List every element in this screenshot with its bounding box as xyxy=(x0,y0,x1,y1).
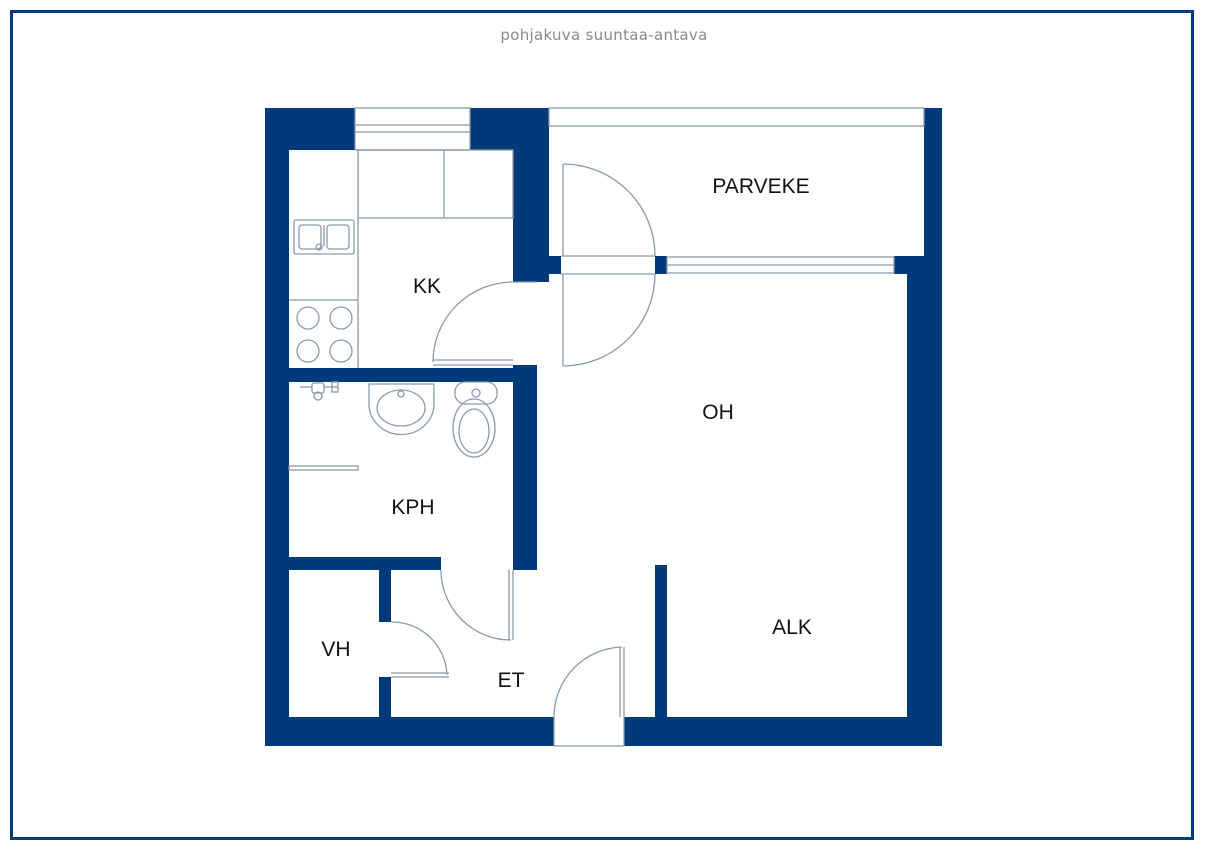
room-label-vh: VH xyxy=(321,638,350,661)
wall-top-left xyxy=(265,108,355,150)
shower-faucet-icon xyxy=(300,381,339,401)
wall-kph-bottom xyxy=(289,557,441,570)
window-kitchen xyxy=(354,107,471,151)
wall-vh-right-upper xyxy=(379,570,391,622)
room-label-kk: KK xyxy=(413,275,441,298)
wall-balcony-right xyxy=(924,108,942,273)
wall-bottom-left xyxy=(265,717,554,746)
room-label-et: ET xyxy=(498,669,525,692)
wall-kk-kph xyxy=(289,368,513,382)
stove-burner xyxy=(329,339,353,363)
stove-burner xyxy=(296,306,320,330)
wall-bottom-right xyxy=(624,717,942,746)
room-label-kph: KPH xyxy=(391,496,434,519)
plan-disclaimer: pohjakuva suuntaa-antava xyxy=(500,26,708,44)
stove-burner xyxy=(329,306,353,330)
washbasin xyxy=(368,383,435,436)
wall-kph-right xyxy=(513,365,537,570)
wall-oh-top-left xyxy=(655,256,667,274)
wall-kitchen-right-upper xyxy=(513,108,549,282)
wall-outer-right xyxy=(907,256,942,746)
kitchen-sink xyxy=(293,219,355,255)
room-label-parveke: PARVEKE xyxy=(712,175,809,198)
page-frame xyxy=(10,10,1194,840)
shower-curtain-rail xyxy=(288,465,359,471)
wall-kitchen-corner xyxy=(513,256,561,274)
walls xyxy=(265,108,942,746)
room-label-oh: OH xyxy=(702,401,734,424)
balcony-railing xyxy=(548,107,925,127)
kitchen-fixtures xyxy=(289,149,514,368)
room-label-alk: ALK xyxy=(772,616,812,639)
windows xyxy=(354,107,925,274)
wall-alk-divider xyxy=(655,565,667,717)
bathroom-fixtures xyxy=(288,381,498,471)
doors xyxy=(390,163,656,747)
room-labels: PARVEKE KK OH KPH VH ET ALK xyxy=(321,175,811,692)
stove-burner xyxy=(296,339,320,363)
kitchen-cabinets xyxy=(357,149,514,219)
wall-outer-left xyxy=(265,108,289,746)
toilet xyxy=(452,381,498,458)
wall-vh-right-lower xyxy=(379,677,391,717)
